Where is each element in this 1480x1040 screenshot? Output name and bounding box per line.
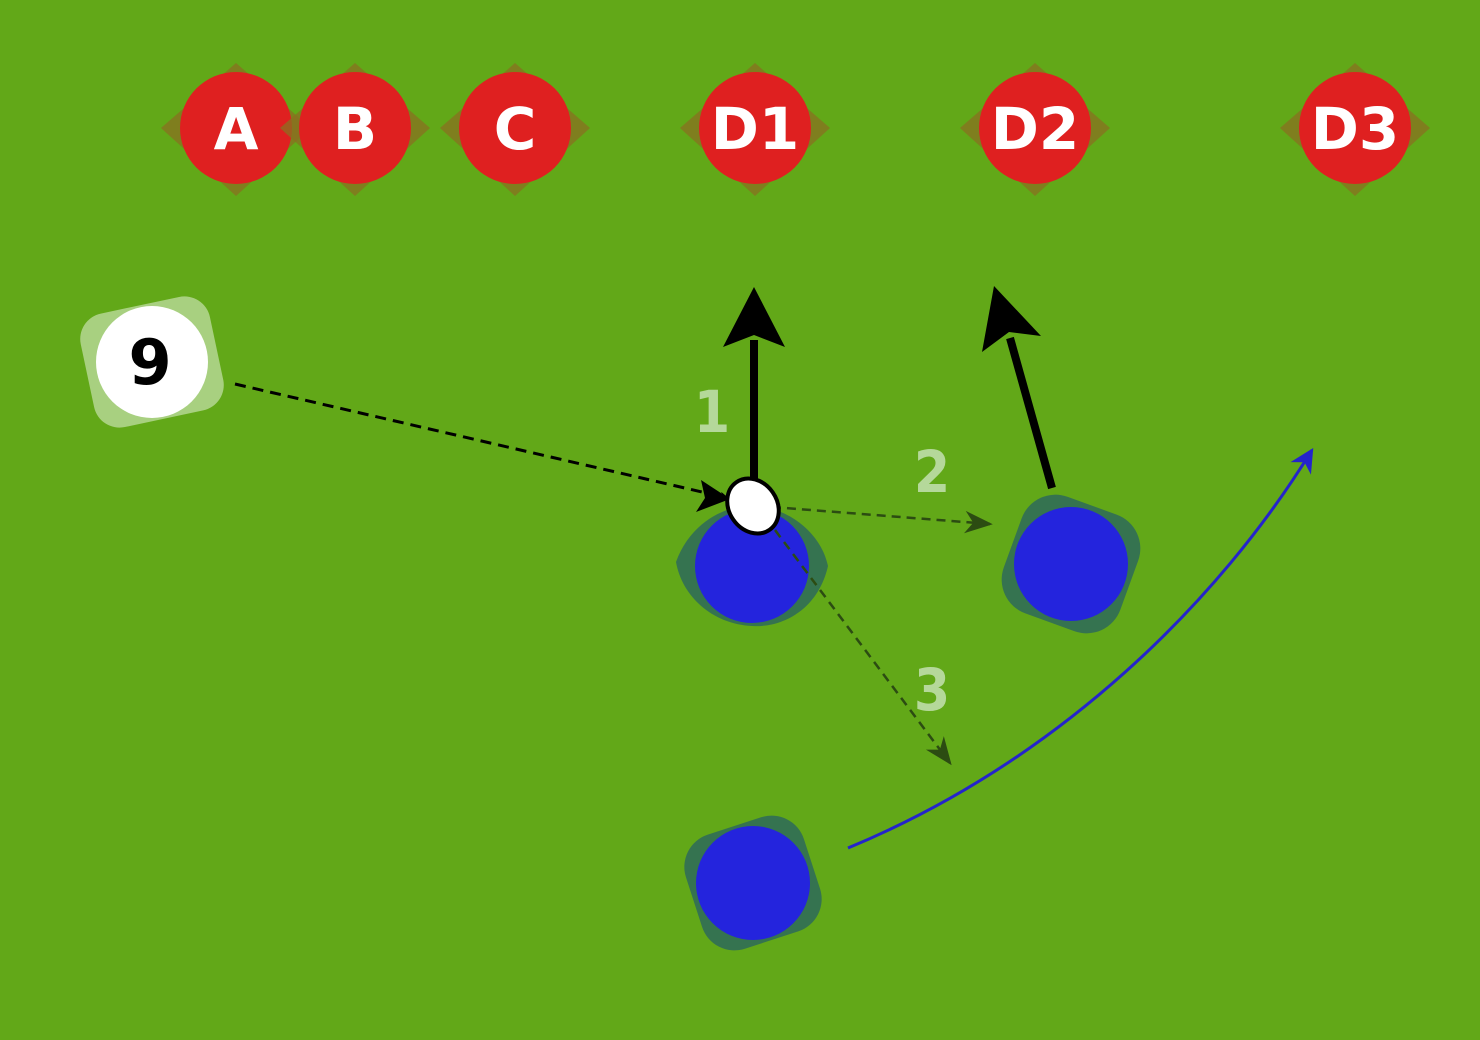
scrum-half-circle bbox=[96, 306, 208, 418]
defender-label: C bbox=[494, 95, 537, 163]
option-number-3: 3 bbox=[914, 656, 950, 724]
arrowhead-icon bbox=[723, 287, 785, 347]
attacker-first-receiver bbox=[676, 505, 828, 627]
option-number-2: 2 bbox=[914, 438, 950, 506]
scrum-half: 9 bbox=[80, 296, 224, 428]
defender-circle bbox=[1299, 72, 1411, 184]
attacker-circle bbox=[1014, 507, 1128, 621]
support-run-curve bbox=[847, 447, 1314, 850]
defender-circle bbox=[299, 72, 411, 184]
defender-b: B bbox=[280, 63, 430, 196]
scrum-half-label: 9 bbox=[128, 326, 171, 399]
option-3-line bbox=[765, 517, 952, 766]
attacker-circle bbox=[696, 826, 810, 940]
defender-d3: D3 bbox=[1280, 63, 1430, 196]
defender-c: C bbox=[440, 63, 590, 196]
defender-label: B bbox=[333, 95, 377, 163]
attacker-circle bbox=[695, 509, 809, 623]
attacker-looping-runner bbox=[684, 815, 822, 951]
defender-d1: D1 bbox=[680, 63, 830, 196]
option-2-line bbox=[771, 505, 993, 534]
defender-label: A bbox=[214, 95, 259, 163]
defender-circle bbox=[180, 72, 292, 184]
arrowhead-icon bbox=[696, 480, 730, 512]
defender-circle bbox=[459, 72, 571, 184]
defender-d2: D2 bbox=[960, 63, 1110, 196]
attacker-outside-runner bbox=[1001, 494, 1141, 634]
rugby-ball-icon bbox=[725, 476, 781, 536]
defender-label: D3 bbox=[1311, 95, 1400, 163]
outside-runner-run-arrow bbox=[1006, 336, 1056, 490]
defender-a: A bbox=[161, 63, 311, 196]
pass-line bbox=[234, 382, 729, 501]
defender-circle bbox=[979, 72, 1091, 184]
defender-circle bbox=[699, 72, 811, 184]
option-number-1: 1 bbox=[694, 378, 730, 446]
defender-label: D2 bbox=[991, 95, 1080, 163]
defender-label: D1 bbox=[711, 95, 800, 163]
arrowhead-icon bbox=[982, 286, 1041, 352]
